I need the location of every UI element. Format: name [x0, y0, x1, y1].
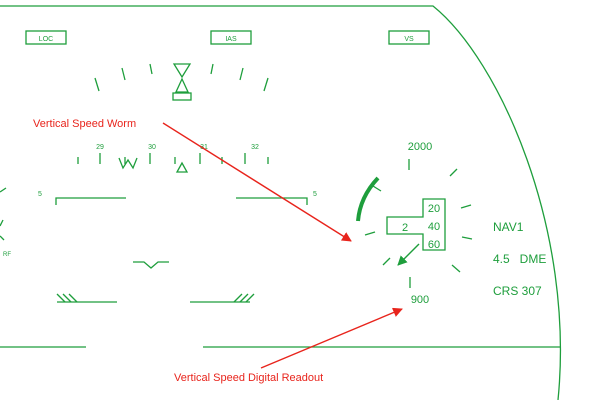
vs-worm	[356, 176, 380, 222]
vs-bottom-label: 900	[411, 294, 429, 306]
nav-source: NAV1	[493, 220, 524, 234]
heading-label-32: 32	[251, 144, 259, 151]
pitch-ladder-5: 5 5	[38, 191, 317, 205]
heading-label-31: 31	[200, 144, 208, 151]
flight-path-left	[56, 293, 117, 303]
annotation-worm-arrow	[162, 122, 352, 242]
left-edge-symbol: RF	[0, 187, 11, 258]
mode-box-vs: VS	[388, 30, 430, 45]
vs-box-value-60: 60	[428, 239, 440, 251]
vs-box-value-40: 40	[428, 221, 440, 233]
roll-pointer	[174, 77, 190, 93]
vs-top-label: 2000	[408, 141, 432, 153]
mode-box-ias-label: IAS	[225, 36, 237, 43]
bank-angle-scale	[94, 63, 269, 92]
mode-box-vs-label: VS	[404, 36, 414, 43]
annotation-worm-label: Vertical Speed Worm	[33, 118, 136, 130]
vs-pointer-arrow	[397, 243, 420, 266]
heading-label-30: 30	[148, 144, 156, 151]
vs-readout-box	[386, 198, 446, 251]
heading-bug	[175, 161, 189, 173]
annotation-readout-label: Vertical Speed Digital Readout	[174, 372, 323, 384]
combiner-outline	[0, 5, 562, 400]
bank-pointer	[172, 63, 192, 79]
pitch-label-left: 5	[38, 191, 42, 198]
flight-path-right	[190, 293, 255, 303]
mode-box-ias: IAS	[210, 30, 252, 45]
nav-info: NAV1 4.5 DME CRS 307	[493, 220, 546, 298]
mode-box-loc: LOC	[25, 30, 67, 45]
nav-dme: 4.5 DME	[493, 252, 546, 266]
mode-box-loc-label: LOC	[39, 36, 53, 43]
nav-course: CRS 307	[493, 284, 542, 298]
track-marker	[118, 157, 138, 170]
heading-tape: 29 30 31 32	[77, 144, 269, 164]
pitch-label-right: 5	[313, 191, 317, 198]
annotation-worm: Vertical Speed Worm	[33, 118, 352, 242]
heading-label-29: 29	[96, 144, 104, 151]
left-edge-label: RF	[3, 252, 11, 258]
vs-box-value-20: 20	[428, 203, 440, 215]
vs-indicator: 2000 2 20 40 60 900	[356, 141, 473, 306]
vs-box-left-value: 2	[402, 222, 408, 234]
annotation-readout-arrow	[260, 307, 403, 369]
aircraft-reference	[133, 261, 169, 269]
slip-indicator	[172, 92, 192, 101]
annotation-readout: Vertical Speed Digital Readout	[174, 307, 403, 384]
